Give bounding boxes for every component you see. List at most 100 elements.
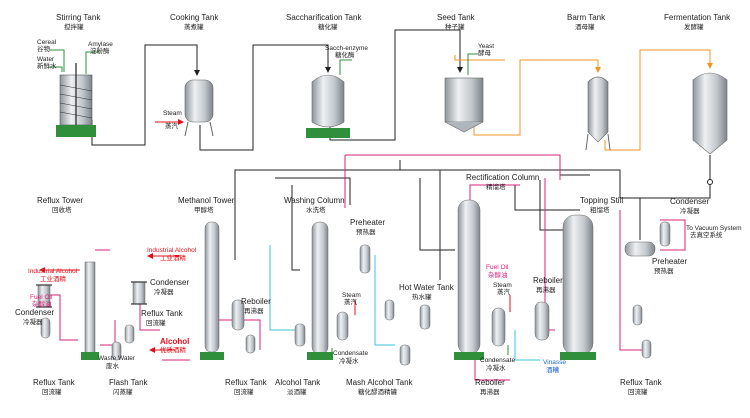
fermentation-tank-label-cn: 发酵罐 — [684, 22, 704, 31]
waste-water-label: Waste Water — [98, 355, 136, 362]
reflux-tower-label: Reflux Tower — [37, 196, 83, 205]
rectification-column — [454, 199, 484, 360]
reboiler-methanol — [231, 299, 245, 331]
condenser-mid-label: Condenser — [150, 278, 189, 287]
preheater-mid — [359, 244, 371, 274]
mash-alcohol-tank-label-cn: 糖化醪酒精罐 — [358, 387, 398, 396]
right-small-tank — [632, 304, 643, 326]
left-small-tank — [40, 317, 51, 339]
yeast-label: Yeast — [478, 43, 494, 50]
alcohol-tank-label-cn: 淡酒罐 — [287, 387, 307, 396]
hot-water-tank — [419, 304, 431, 330]
reboiler-topping-label: Reboiler — [533, 276, 563, 285]
vinasse-label: Vinasse — [543, 359, 566, 366]
flash-tank — [111, 341, 122, 361]
saccharification-tank — [306, 74, 350, 138]
small-tank-mid — [384, 299, 395, 321]
flash-tank-label: Flash Tank — [109, 378, 149, 387]
stirring-tank-label: Stirring Tank — [56, 13, 101, 22]
saccharification-tank-label: Saccharification Tank — [286, 13, 362, 22]
fuel-oil-left-label-cn: 杂醇油 — [32, 299, 52, 308]
condenser-right-label: Condenser — [670, 197, 709, 206]
barm-tank — [585, 76, 611, 151]
cooking-tank-label-cn: 蒸煮罐 — [184, 22, 204, 31]
alcohol-tank — [294, 323, 306, 347]
seed-tank-label: Seed Tank — [437, 13, 476, 22]
cereal-label: Cereal — [37, 39, 57, 46]
seed-tank — [444, 77, 484, 133]
saccharification-tank-label-cn: 糖化罐 — [318, 22, 338, 31]
reflux-tank-2 — [245, 334, 256, 354]
washing-reboiler — [336, 311, 349, 341]
washing-column-label: Washing Column — [284, 196, 345, 205]
cooking-tank-label: Cooking Tank — [170, 13, 219, 22]
condenser-right — [659, 221, 671, 247]
preheater-mid-label-cn: 预热器 — [356, 227, 376, 236]
condenser-left-label-cn: 冷凝器 — [23, 317, 43, 326]
reboiler-methanol-label-cn: 再沸器 — [244, 306, 264, 315]
industrial-alcohol-a-label-cn: 工业酒精 — [160, 253, 187, 262]
condensate-rect-label: Condensate — [480, 357, 515, 364]
condensate-washing-label-cn: 冷凝水 — [339, 356, 359, 365]
alcohol-tank-label: Alcohol Tank — [275, 378, 321, 387]
to-vacuum-label-cn: 去真空系统 — [690, 230, 723, 239]
cooking-tank — [184, 79, 214, 137]
to-vacuum-label: To Vacuum System — [686, 225, 742, 232]
hot-water-tank-label-cn: 热水罐 — [412, 292, 432, 301]
preheater-mid-label: Preheater — [350, 218, 385, 227]
steam-cooking-label: Steam — [163, 110, 182, 117]
fermentation-tank — [692, 72, 728, 155]
reboiler-topping-label-cn: 再沸器 — [536, 285, 556, 294]
stirring-tank — [56, 63, 96, 137]
condenser-right-label-cn: 冷凝器 — [680, 206, 700, 215]
left-condenser — [36, 284, 52, 308]
steam-rect-label-cn: 蒸汽 — [497, 287, 511, 296]
reflux-tank-1-label: Reflux Tank — [33, 378, 76, 387]
process-pipes — [39, 154, 711, 381]
reflux-tank-3-label-cn: 回流罐 — [628, 387, 648, 396]
washing-column-label-cn: 水洗塔 — [306, 205, 326, 214]
reboiler-rect — [491, 307, 506, 347]
reflux-tower-label-cn: 回收塔 — [52, 205, 72, 214]
reflux-tank-3 — [641, 339, 652, 359]
industrial-alcohol-b-label-cn: 工业酒精 — [40, 274, 67, 283]
sacch-enzyme-label-cn: 糖化酶 — [335, 50, 355, 59]
topping-still-label-cn: 粗馏塔 — [590, 205, 610, 214]
seed-tank-label-cn: 种子罐 — [445, 22, 465, 31]
rectification-column-label: Rectification Column — [466, 173, 539, 182]
stirring-tank-label-cn: 搅拌罐 — [64, 22, 84, 31]
steam-washing-label-cn: 蒸汽 — [344, 297, 358, 306]
reflux-tank-2-label-cn: 回流罐 — [234, 387, 254, 396]
rectification-column-label-cn: 精馏塔 — [486, 182, 506, 191]
vinasse-label-cn: 酒糟 — [546, 365, 560, 374]
water-label: Water — [37, 56, 55, 63]
reflux-tank-3-label: Reflux Tank — [620, 378, 663, 387]
fermentation-tank-label: Fermentation Tank — [664, 13, 731, 22]
reboiler-bottom-label-cn: 再沸器 — [480, 387, 500, 396]
mash-alcohol-tank-label: Mash Alcohol Tank — [346, 378, 414, 387]
condenser-left-label: Condenser — [15, 308, 54, 317]
alcohol-product-label-cn: 优质酒精 — [160, 345, 187, 354]
methanol-tower-label-cn: 甲醇塔 — [194, 205, 214, 214]
preheater-right-label: Preheater — [652, 257, 687, 266]
reflux-tank-2-label: Reflux Tank — [225, 378, 268, 387]
reboiler-methanol-label: Reboiler — [241, 297, 271, 306]
amylase-label: Amylase — [88, 41, 113, 48]
top-pipes — [48, 29, 713, 190]
waste-water-label-cn: 废水 — [106, 361, 120, 370]
flash-tank-label-cn: 闪蒸罐 — [113, 387, 133, 396]
fuel-oil-left-label: Fuel Oil — [30, 294, 53, 301]
steam-cooking-label-cn: 蒸汽 — [165, 121, 179, 130]
condenser-mid-label-cn: 冷凝器 — [154, 287, 174, 296]
washing-column — [307, 221, 333, 360]
yeast-label-cn: 酵母 — [478, 49, 492, 57]
reflux-tank-mid-label: Reflux Tank — [141, 309, 184, 318]
hot-water-tank-label: Hot Water Tank — [399, 283, 455, 292]
reflux-tank-mid — [124, 324, 135, 344]
reboiler-topping — [534, 301, 550, 341]
topping-still-label: Topping Still — [580, 196, 623, 205]
mash-alcohol-tank — [399, 344, 411, 366]
preheater-right-label-cn: 预热器 — [654, 266, 674, 275]
